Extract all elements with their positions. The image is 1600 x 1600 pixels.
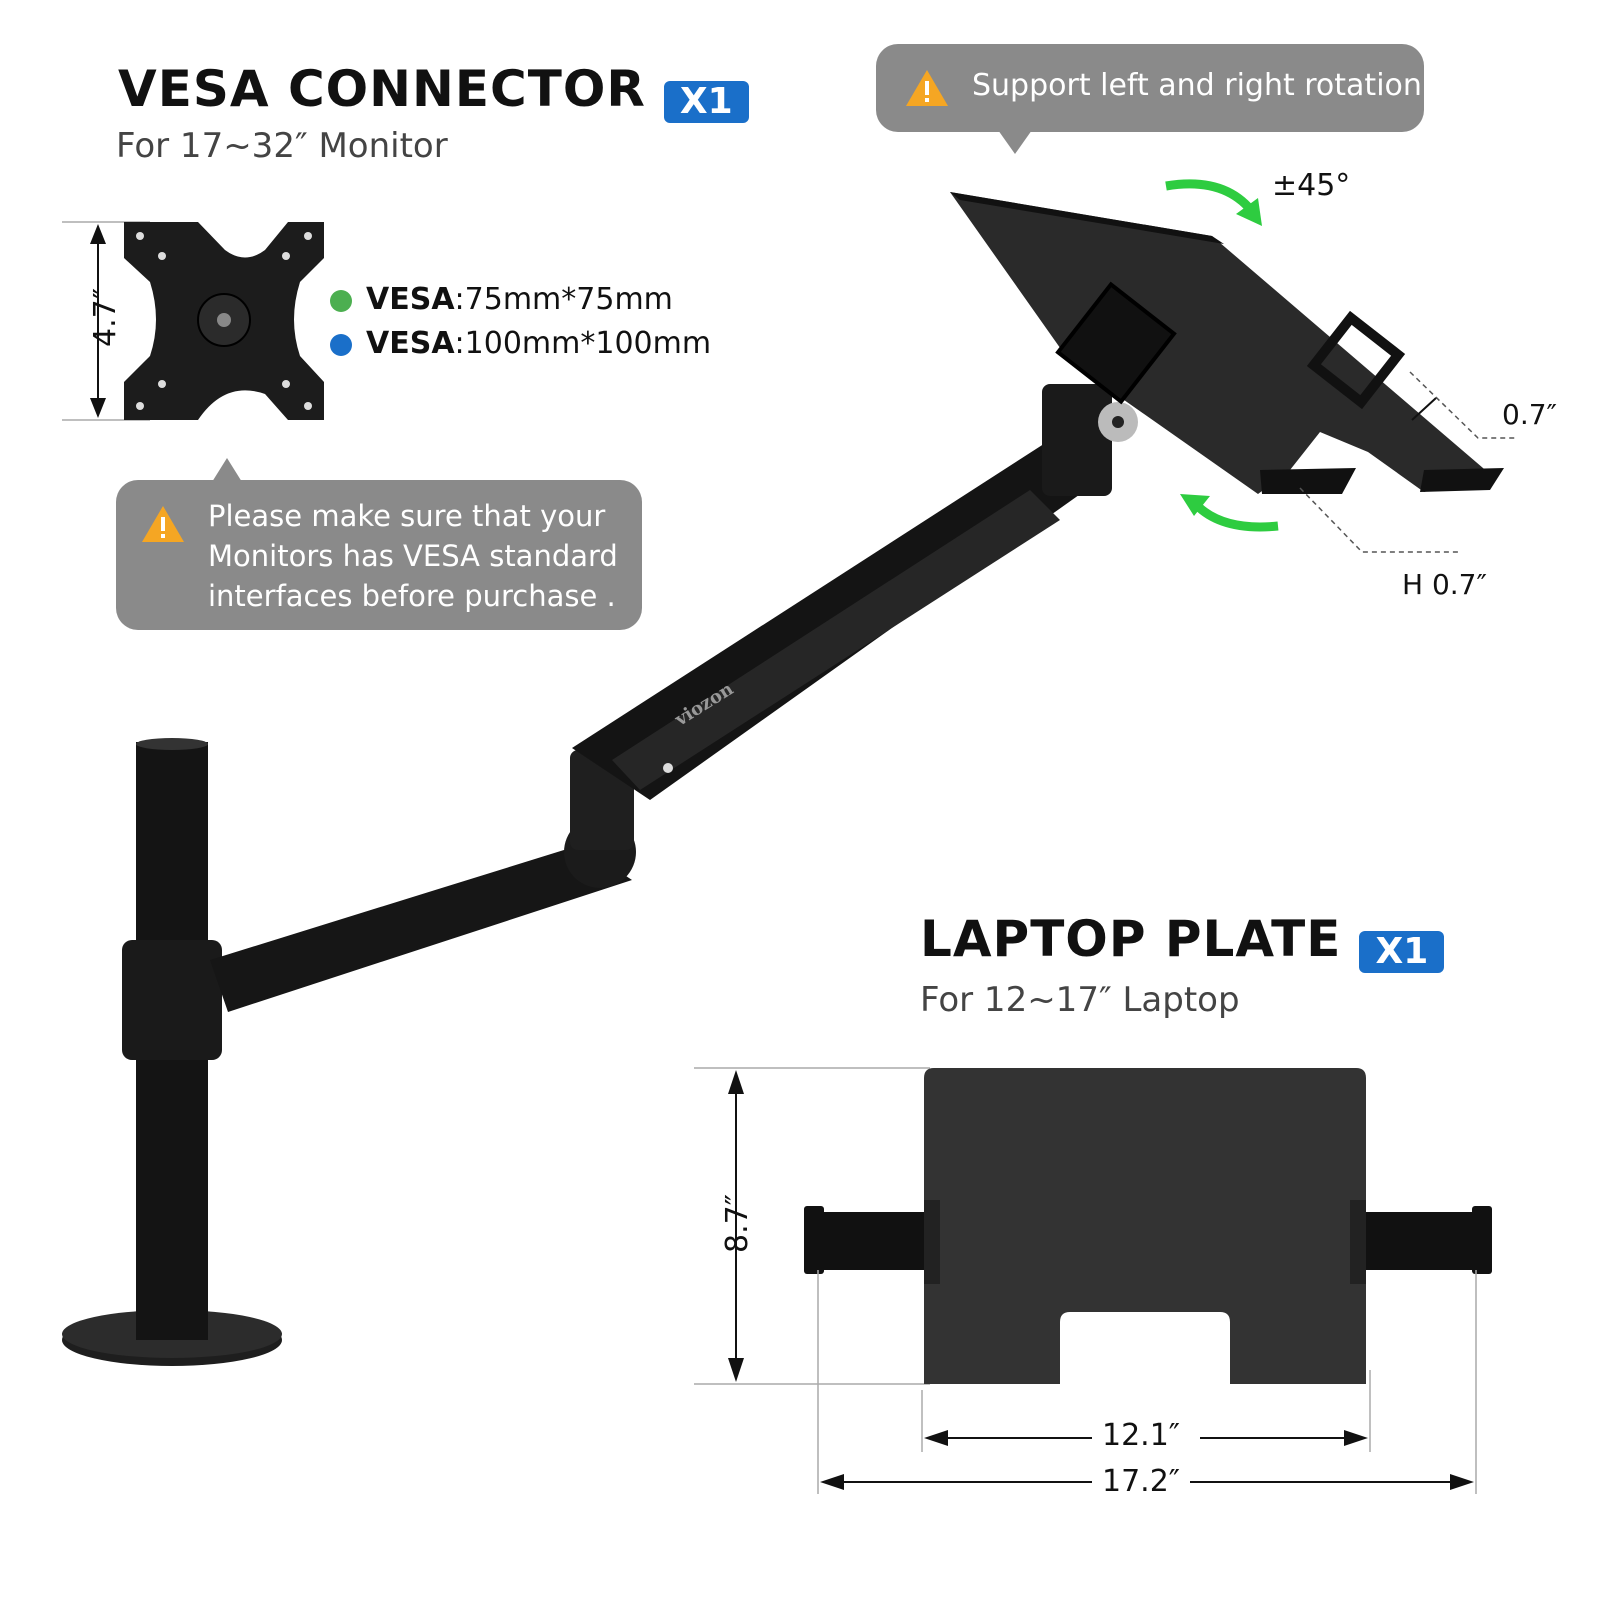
hook-height-dimension: H 0.7″ <box>1402 568 1487 601</box>
plate-depth-dimension: 0.7″ <box>1502 398 1557 431</box>
vesa-spec-value: :75mm*75mm <box>454 282 673 317</box>
laptop-quantity-badge: X1 <box>1359 930 1445 973</box>
vesa-quantity-badge: X1 <box>663 80 749 123</box>
vesa-spec-list: VESA:75mm*75mm VESA:100mm*100mm <box>330 282 711 370</box>
vesa-spec-label: VESA <box>366 326 455 361</box>
vesa-warning-callout: Please make sure that your Monitors has … <box>116 480 642 630</box>
blue-check-icon <box>330 333 352 356</box>
callout-pointer <box>998 130 1032 154</box>
rotation-callout-text: Support left and right rotation <box>972 68 1422 103</box>
laptop-title: LAPTOP PLATE <box>920 910 1342 968</box>
warning-icon <box>142 506 184 542</box>
vesa-title: VESA CONNECTOR <box>118 60 646 118</box>
laptop-subtitle: For 12~17″ Laptop <box>920 980 1240 1020</box>
vesa-subtitle: For 17~32″ Monitor <box>116 126 448 166</box>
vesa-warning-text: Please make sure that your Monitors has … <box>208 496 618 616</box>
vesa-spec-label: VESA <box>366 282 455 317</box>
warning-line: interfaces before purchase . <box>208 579 616 613</box>
laptop-height-dimension: 8.7″ <box>719 1194 755 1253</box>
rotation-callout: Support left and right rotation <box>876 44 1424 132</box>
warning-icon <box>906 70 948 106</box>
laptop-outer-width-dimension: 17.2″ <box>1102 1464 1181 1499</box>
vesa-spec-100: VESA:100mm*100mm <box>330 326 711 370</box>
laptop-heading: LAPTOP PLATE X1 <box>920 910 1445 973</box>
warning-line: Monitors has VESA standard <box>208 539 618 573</box>
callout-pointer <box>212 458 242 482</box>
laptop-inner-width-dimension: 12.1″ <box>1102 1418 1181 1453</box>
vesa-heading: VESA CONNECTOR X1 <box>118 60 749 123</box>
warning-line: Please make sure that your <box>208 499 606 533</box>
rotation-angle-label: ±45° <box>1272 168 1351 203</box>
vesa-spec-75: VESA:75mm*75mm <box>330 282 711 326</box>
green-check-icon <box>330 289 352 312</box>
vesa-spec-value: :100mm*100mm <box>454 326 712 361</box>
vesa-plate-illustration <box>62 221 324 421</box>
